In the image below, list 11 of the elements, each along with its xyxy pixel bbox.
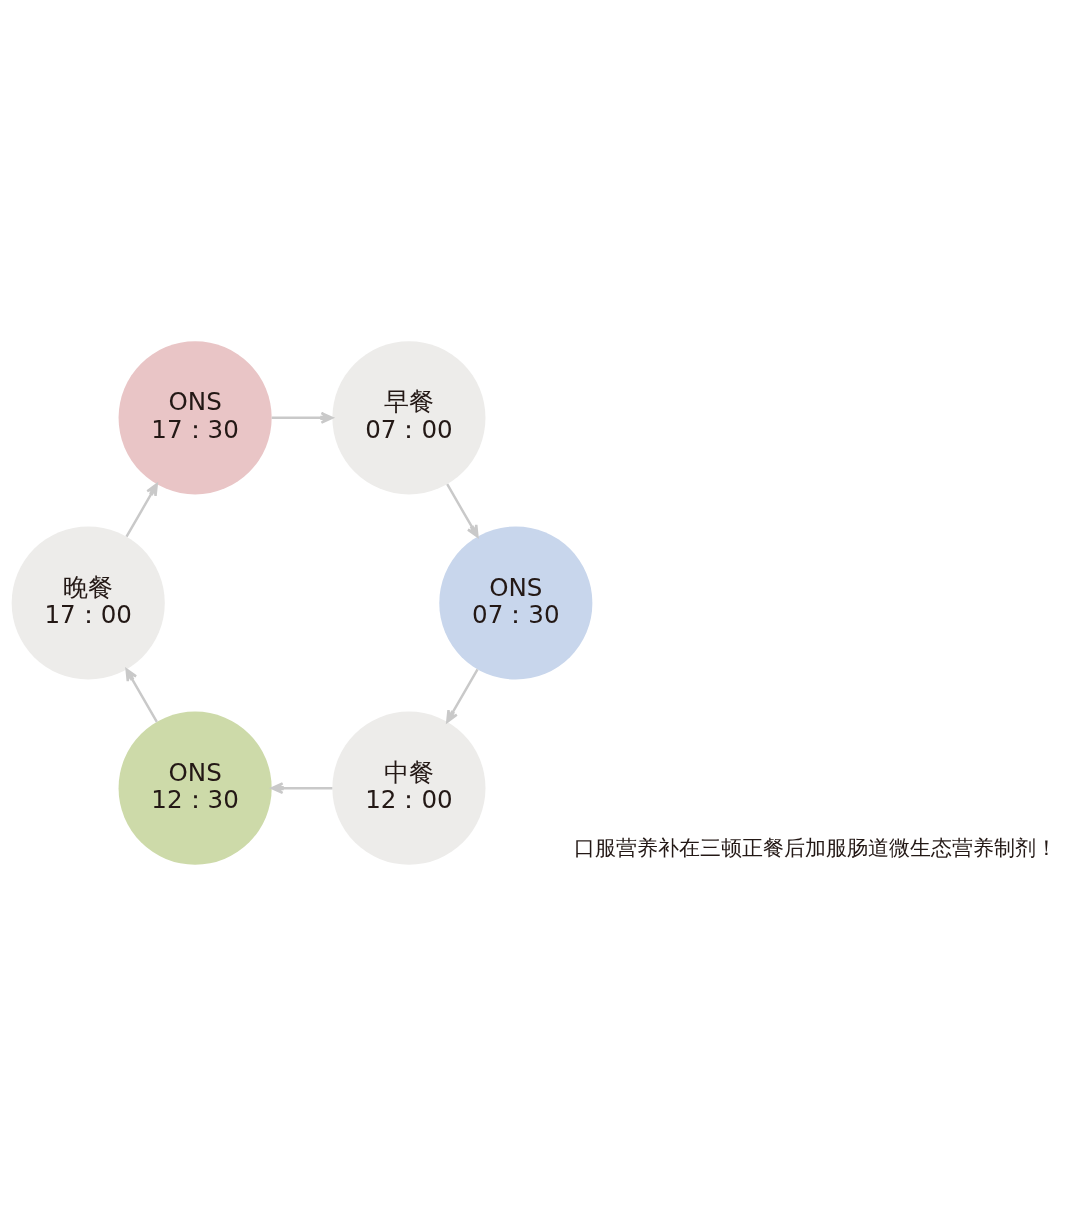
arrow: [271, 411, 334, 424]
arrow: [270, 781, 333, 794]
node-circle: 中餐 12：00: [332, 711, 486, 865]
arrow: [125, 482, 158, 537]
node-circle: ONS 12：30: [118, 711, 272, 865]
arrow: [125, 667, 158, 722]
node-circle: ONS 17：30: [118, 340, 272, 494]
label: 口服营养补在三顿正餐后加服肠道微生态营养制剂！: [573, 834, 1057, 860]
arrow: [446, 483, 479, 538]
arrow: [446, 668, 479, 723]
node-circle: 早餐 07：00: [332, 340, 486, 494]
